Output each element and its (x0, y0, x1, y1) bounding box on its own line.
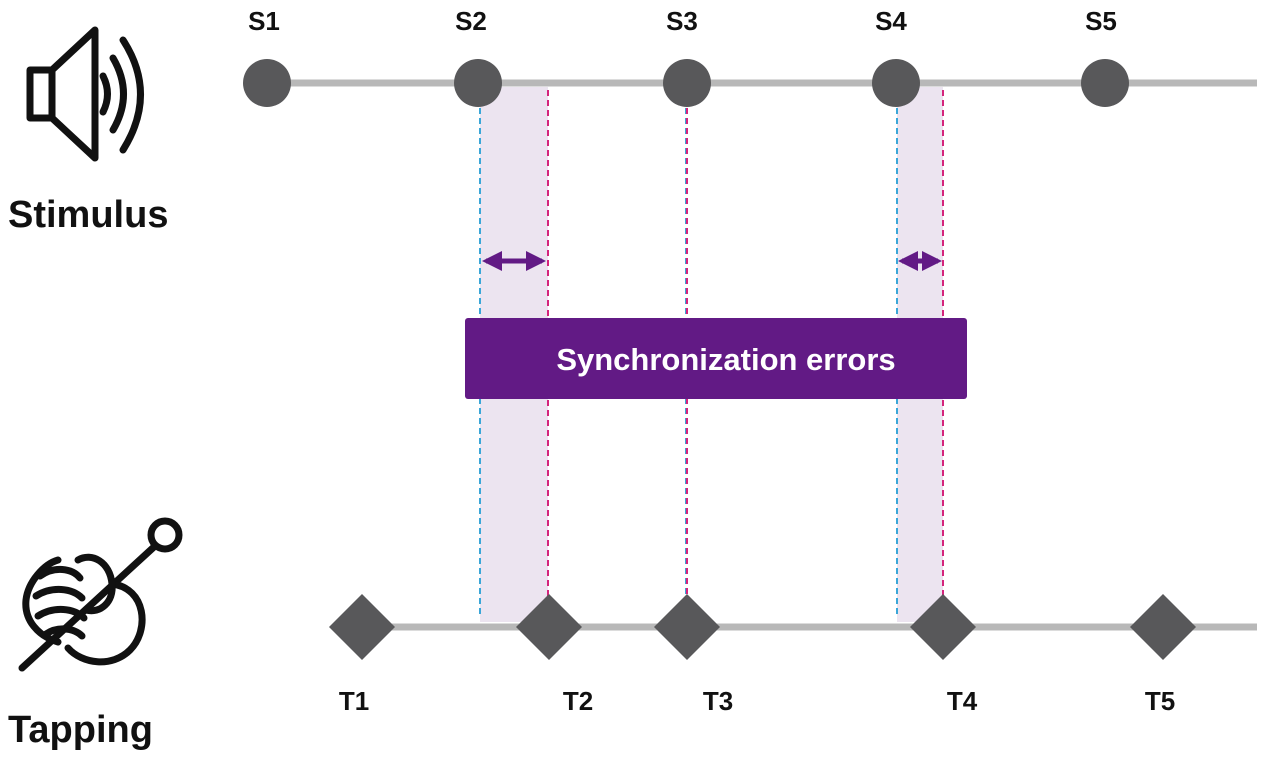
tap-label-t1: T1 (339, 686, 369, 716)
stimulus-marker-s5 (1081, 59, 1129, 107)
stimulus-label-s1: S1 (248, 6, 280, 36)
stimulus-label-s5: S5 (1085, 6, 1117, 36)
speaker-icon (26, 26, 144, 162)
tap-label-t2: T2 (563, 686, 593, 716)
stimulus-marker-s4 (872, 59, 920, 107)
tap-label-t4: T4 (947, 686, 978, 716)
stimulus-label-s4: S4 (875, 6, 907, 36)
tap-label-t5: T5 (1145, 686, 1175, 716)
banner-text: Synchronization errors (556, 342, 895, 377)
tap-marker-t3 (654, 594, 720, 660)
tap-marker-t1 (329, 594, 395, 660)
stimulus-marker-s3 (663, 59, 711, 107)
tapping-row-label: Tapping (8, 709, 153, 751)
stimulus-row-label: Stimulus (8, 194, 168, 236)
tap-label-t3: T3 (703, 686, 733, 716)
synchronization-errors-banner (465, 318, 967, 399)
stimulus-label-s3: S3 (666, 6, 698, 36)
tap-marker-t2 (516, 594, 582, 660)
stimulus-marker-s2 (454, 59, 502, 107)
stimulus-label-s2: S2 (455, 6, 487, 36)
tap-marker-t5 (1130, 594, 1196, 660)
tap-marker-t4 (910, 594, 976, 660)
hand-mallet-icon (18, 517, 183, 672)
stimulus-marker-s1 (243, 59, 291, 107)
